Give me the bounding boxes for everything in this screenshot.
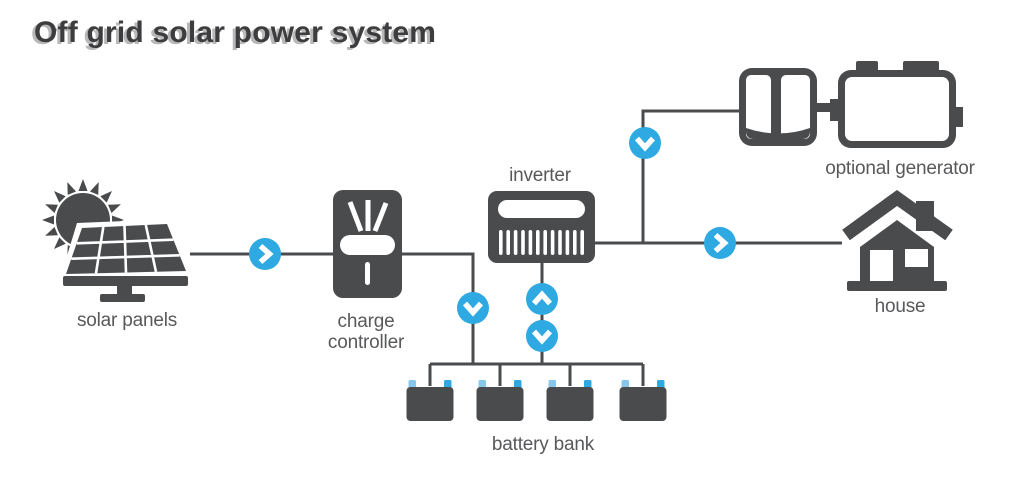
flow-arrows: [249, 127, 736, 352]
panel-frame-bar: [63, 276, 188, 286]
arrow-right-icon: [704, 227, 736, 259]
panel-post: [117, 286, 132, 296]
battery-bank-icon: [406, 380, 667, 421]
charge-controller-label: charge controller: [327, 311, 405, 353]
inverter-label: inverter: [509, 165, 571, 186]
generator-icon: [739, 61, 963, 148]
battery-icon: [546, 380, 594, 421]
optional-generator-label: optional generator: [825, 158, 975, 179]
panel-grid: [71, 224, 180, 274]
house-label: house: [874, 296, 926, 317]
wire-generator-branch: [641, 109, 740, 243]
panel-base: [100, 294, 145, 302]
page-title: Off grid solar power system: [34, 16, 437, 49]
inverter-icon: [488, 191, 595, 263]
charge-controller-icon: [333, 190, 402, 298]
roof: [842, 189, 953, 241]
arrow-up-icon: [526, 283, 558, 315]
battery-icon: [619, 380, 667, 421]
wire-controller-to-bus: [402, 252, 475, 364]
solar-panels-label: solar panels: [76, 310, 178, 331]
house-icon: [842, 189, 953, 291]
battery-icon: [406, 380, 454, 421]
generator-body: [830, 61, 963, 148]
window: [905, 249, 928, 267]
arrow-down-icon: [457, 292, 489, 324]
arrow-down-icon: [629, 127, 661, 159]
solar-panels-icon: [42, 179, 192, 302]
wires: [190, 109, 842, 386]
battery-icon: [476, 380, 524, 421]
inverter-vents: [499, 230, 584, 255]
generator-fuel-tank: [739, 68, 817, 146]
battery-bank-label: battery bank: [491, 434, 595, 455]
arrow-down-icon: [526, 320, 558, 352]
wire-battery-drops: [428, 364, 645, 386]
generator-coupling: [814, 103, 840, 112]
arrow-right-icon: [249, 238, 281, 270]
house-base: [847, 281, 947, 291]
door: [870, 250, 893, 281]
